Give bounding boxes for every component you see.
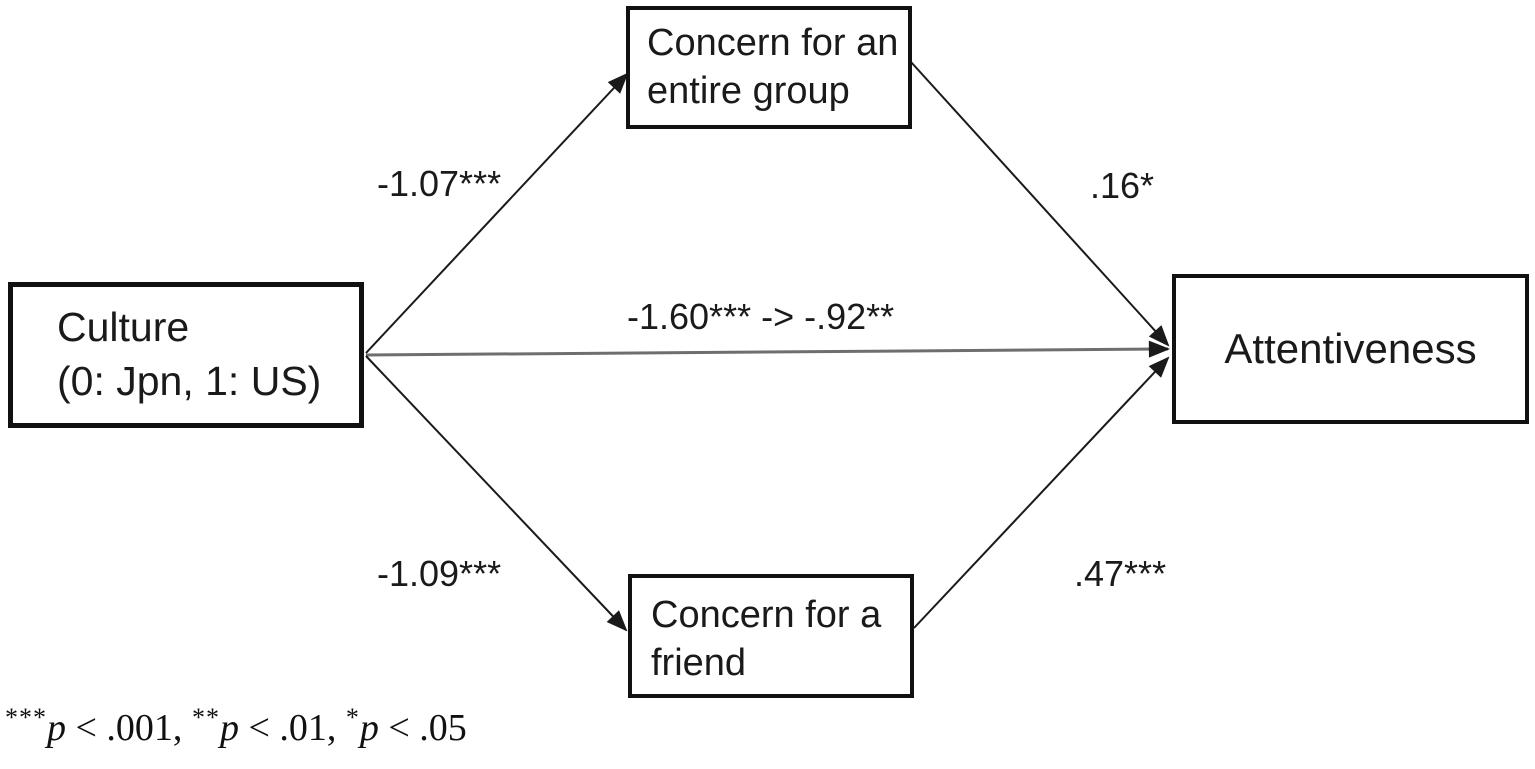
footnote-sig001-stars: *** bbox=[5, 703, 47, 732]
node-friend-label-line1: Concern for a bbox=[651, 594, 882, 636]
node-attentiveness-label: Attentiveness bbox=[1224, 325, 1477, 372]
footnote-sig001-p: p bbox=[47, 707, 66, 749]
node-concern-friend: Concern for a friend bbox=[628, 574, 914, 698]
node-friend-label-line2: friend bbox=[651, 642, 747, 685]
coefficient-culture-to-group: -1.07*** bbox=[377, 163, 502, 204]
footnote-sig05-rest: < .05 bbox=[378, 707, 467, 749]
significance-footnote: ***p < .001, **p < .01, *p < .05 bbox=[5, 703, 467, 750]
node-group-label-line2: entire group bbox=[647, 70, 850, 113]
node-culture-label-line2: (0: Jpn, 1: US) bbox=[57, 358, 322, 405]
coefficient-direct-effect: -1.60*** -> -.92** bbox=[627, 296, 895, 337]
arrow-culture-to-friend bbox=[365, 355, 628, 632]
coefficient-friend-to-attentiveness: .47*** bbox=[1074, 553, 1167, 594]
arrow-group-to-attentiveness bbox=[910, 61, 1170, 347]
footnote-sig05-stars: * bbox=[345, 703, 360, 732]
node-attentiveness: Attentiveness bbox=[1172, 274, 1529, 424]
footnote-sig05-p: p bbox=[359, 707, 379, 749]
footnote-sig01-rest: < .01, bbox=[238, 707, 346, 749]
footnote-sig001-rest: < .001, bbox=[66, 707, 192, 749]
coefficient-culture-to-friend: -1.09*** bbox=[377, 553, 502, 594]
node-culture: Culture (0: Jpn, 1: US) bbox=[8, 282, 364, 428]
node-group-label-line1: Concern for an bbox=[647, 22, 899, 64]
coefficient-group-to-attentiveness: .16* bbox=[1090, 165, 1155, 206]
arrow-culture-to-group bbox=[365, 72, 629, 354]
arrow-friend-to-attentiveness bbox=[913, 356, 1170, 629]
arrow-culture-to-attentiveness-direct bbox=[365, 340, 1171, 358]
node-culture-label-line1: Culture bbox=[57, 304, 190, 350]
footnote-sig01-p: p bbox=[219, 707, 239, 749]
footnote-sig01-stars: ** bbox=[191, 703, 220, 732]
node-concern-entire-group: Concern for an entire group bbox=[626, 6, 912, 129]
